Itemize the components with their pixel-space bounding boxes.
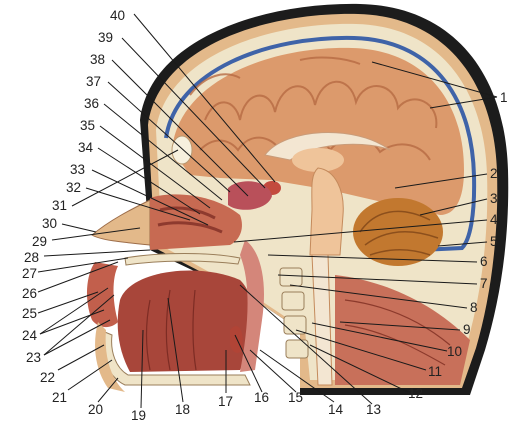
callout-29: 29 [32, 234, 47, 249]
callout-17: 17 [218, 394, 233, 409]
callout-2: 2 [490, 166, 498, 181]
callout-10: 10 [447, 344, 462, 359]
cerebellum [353, 198, 443, 266]
callout-23: 23 [26, 350, 41, 365]
callout-19: 19 [131, 408, 146, 423]
epiglottis [230, 326, 243, 353]
callout-15: 15 [288, 390, 303, 405]
callout-37: 37 [86, 74, 101, 89]
callout-36: 36 [84, 96, 99, 111]
leader-30 [62, 224, 96, 232]
callout-1: 1 [500, 90, 508, 105]
callout-28: 28 [24, 250, 39, 265]
callout-7: 7 [480, 276, 488, 291]
callout-27: 27 [22, 266, 37, 281]
tongue [118, 270, 254, 372]
callout-22: 22 [40, 370, 55, 385]
callout-11: 11 [428, 364, 442, 379]
callout-6: 6 [480, 254, 488, 269]
callout-5: 5 [490, 234, 498, 249]
callout-40: 40 [110, 8, 125, 23]
callout-24: 24 [22, 328, 38, 343]
callout-25: 25 [22, 306, 37, 321]
callout-9: 9 [463, 322, 471, 337]
callout-18: 18 [175, 402, 190, 417]
callout-39: 39 [98, 30, 113, 45]
callout-13: 13 [366, 402, 381, 417]
callout-38: 38 [90, 52, 105, 67]
leader-28 [44, 250, 150, 256]
callout-26: 26 [22, 286, 37, 301]
nose [92, 200, 150, 245]
callout-14: 14 [328, 402, 344, 417]
callout-4: 4 [490, 212, 498, 227]
callout-30: 30 [42, 216, 57, 231]
callout-12: 12 [408, 386, 423, 401]
frontal-sinus [172, 136, 192, 164]
callout-35: 35 [80, 118, 95, 133]
callout-3: 3 [490, 191, 498, 206]
callout-32: 32 [66, 180, 81, 195]
callout-20: 20 [88, 402, 103, 417]
callout-34: 34 [78, 140, 94, 155]
callout-33: 33 [70, 162, 85, 177]
callout-21: 21 [52, 390, 67, 405]
callout-8: 8 [470, 300, 478, 315]
callout-31: 31 [52, 198, 67, 213]
callout-16: 16 [254, 390, 269, 405]
